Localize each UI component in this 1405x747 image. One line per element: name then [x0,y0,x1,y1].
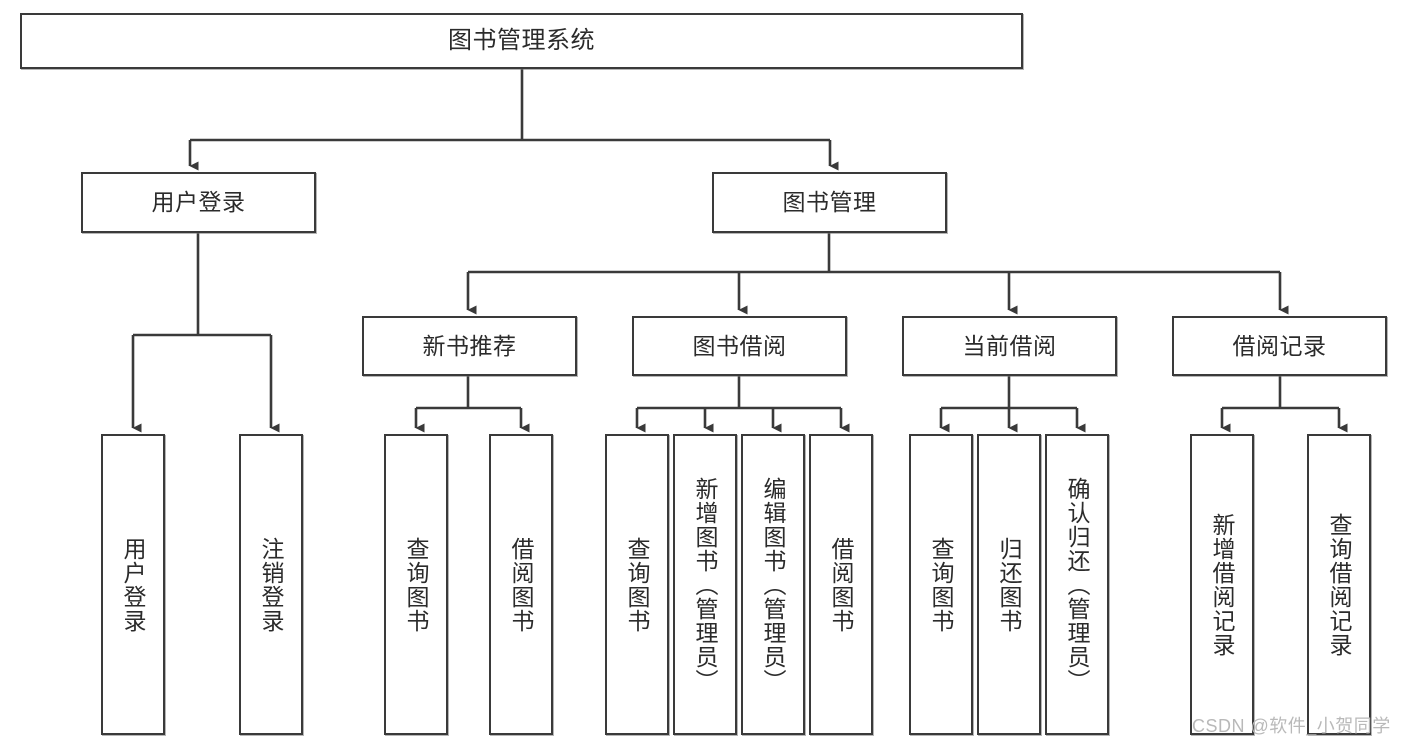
leaf-bb-edit-book-label: 编辑图书（管理员） [760,476,787,693]
leaf-bb-add-book[interactable]: 新增图书（管理员） [673,434,737,735]
node-user-login-label: 用户登录 [151,189,246,216]
node-book-manage[interactable]: 图书管理 [712,172,947,233]
node-borrow-record-label: 借阅记录 [1232,332,1327,359]
node-book-manage-label: 图书管理 [782,189,877,216]
leaf-bb-add-book-label: 新增图书（管理员） [692,476,719,693]
leaf-nb-borrow-book-label: 借阅图书 [508,536,535,633]
node-user-login[interactable]: 用户登录 [81,172,316,233]
leaf-bb-query-book[interactable]: 查询图书 [605,434,669,735]
node-current-borrow-label: 当前借阅 [962,332,1057,359]
leaf-cb-query-book[interactable]: 查询图书 [909,434,973,735]
leaf-bb-edit-book[interactable]: 编辑图书（管理员） [741,434,805,735]
node-root-label: 图书管理系统 [448,27,595,55]
node-new-book-recommend-label: 新书推荐 [422,332,517,359]
leaf-cb-query-book-label: 查询图书 [928,536,955,633]
node-new-book-recommend[interactable]: 新书推荐 [362,316,577,376]
leaf-nb-query-book-label: 查询图书 [403,536,430,633]
node-current-borrow[interactable]: 当前借阅 [902,316,1117,376]
leaf-user-login[interactable]: 用户登录 [101,434,165,735]
leaf-br-query-record-label: 查询借阅记录 [1326,512,1353,657]
node-root[interactable]: 图书管理系统 [20,13,1023,69]
leaf-br-add-record[interactable]: 新增借阅记录 [1190,434,1254,735]
leaf-cb-confirm-return-label: 确认归还（管理员） [1064,476,1091,693]
leaf-cb-return-book[interactable]: 归还图书 [977,434,1041,735]
leaf-bb-query-book-label: 查询图书 [624,536,651,633]
leaf-nb-borrow-book[interactable]: 借阅图书 [489,434,553,735]
leaf-br-query-record[interactable]: 查询借阅记录 [1307,434,1371,735]
leaf-cb-return-book-label: 归还图书 [996,536,1023,633]
leaf-logout-label: 注销登录 [258,536,285,633]
node-book-borrow-label: 图书借阅 [692,332,787,359]
leaf-nb-query-book[interactable]: 查询图书 [384,434,448,735]
leaf-user-login-label: 用户登录 [120,536,147,633]
node-book-borrow[interactable]: 图书借阅 [632,316,847,376]
leaf-cb-confirm-return[interactable]: 确认归还（管理员） [1045,434,1109,735]
leaf-bb-borrow-book-label: 借阅图书 [828,536,855,633]
leaf-logout[interactable]: 注销登录 [239,434,303,735]
leaf-br-add-record-label: 新增借阅记录 [1209,512,1236,657]
leaf-bb-borrow-book[interactable]: 借阅图书 [809,434,873,735]
node-borrow-record[interactable]: 借阅记录 [1172,316,1387,376]
csdn-watermark: CSDN @软件_小贺同学 [1192,716,1391,736]
